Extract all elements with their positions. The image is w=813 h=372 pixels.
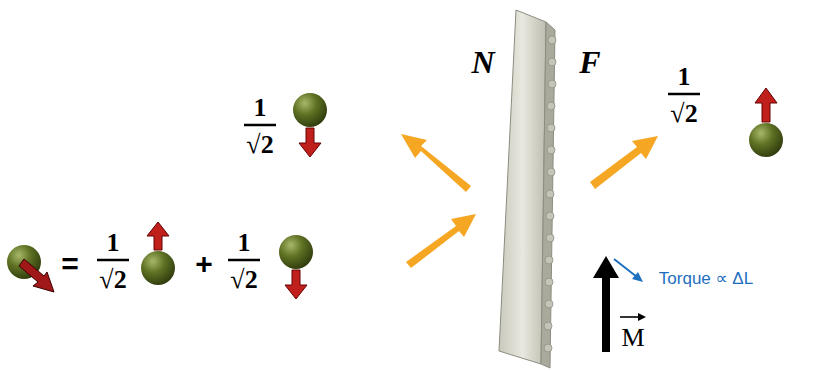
amplitude-denominator: √2 bbox=[230, 267, 257, 293]
far-side-label: F bbox=[579, 46, 600, 78]
amplitude-denominator: √2 bbox=[99, 267, 126, 293]
plus-sign: + bbox=[195, 249, 213, 279]
torque-label: Torque ∝ ΔL bbox=[659, 270, 753, 287]
near-side-label: N bbox=[471, 46, 494, 78]
amplitude-numerator: 1 bbox=[238, 230, 251, 256]
equals-sign: = bbox=[61, 249, 79, 279]
amplitude-numerator: 1 bbox=[107, 230, 120, 256]
fraction-bars bbox=[97, 94, 700, 260]
magnetization-label: M bbox=[621, 325, 644, 351]
electron-spins bbox=[7, 88, 783, 299]
torque-arrow bbox=[614, 259, 643, 282]
amplitude-numerator: 1 bbox=[254, 95, 267, 121]
beam-arrows bbox=[401, 134, 658, 268]
amplitude-numerator: 1 bbox=[678, 64, 691, 90]
amplitude-denominator: √2 bbox=[246, 132, 273, 158]
magnetization-arrow bbox=[593, 256, 646, 352]
ferromagnet-plate bbox=[499, 10, 556, 368]
amplitude-denominator: √2 bbox=[670, 101, 697, 127]
